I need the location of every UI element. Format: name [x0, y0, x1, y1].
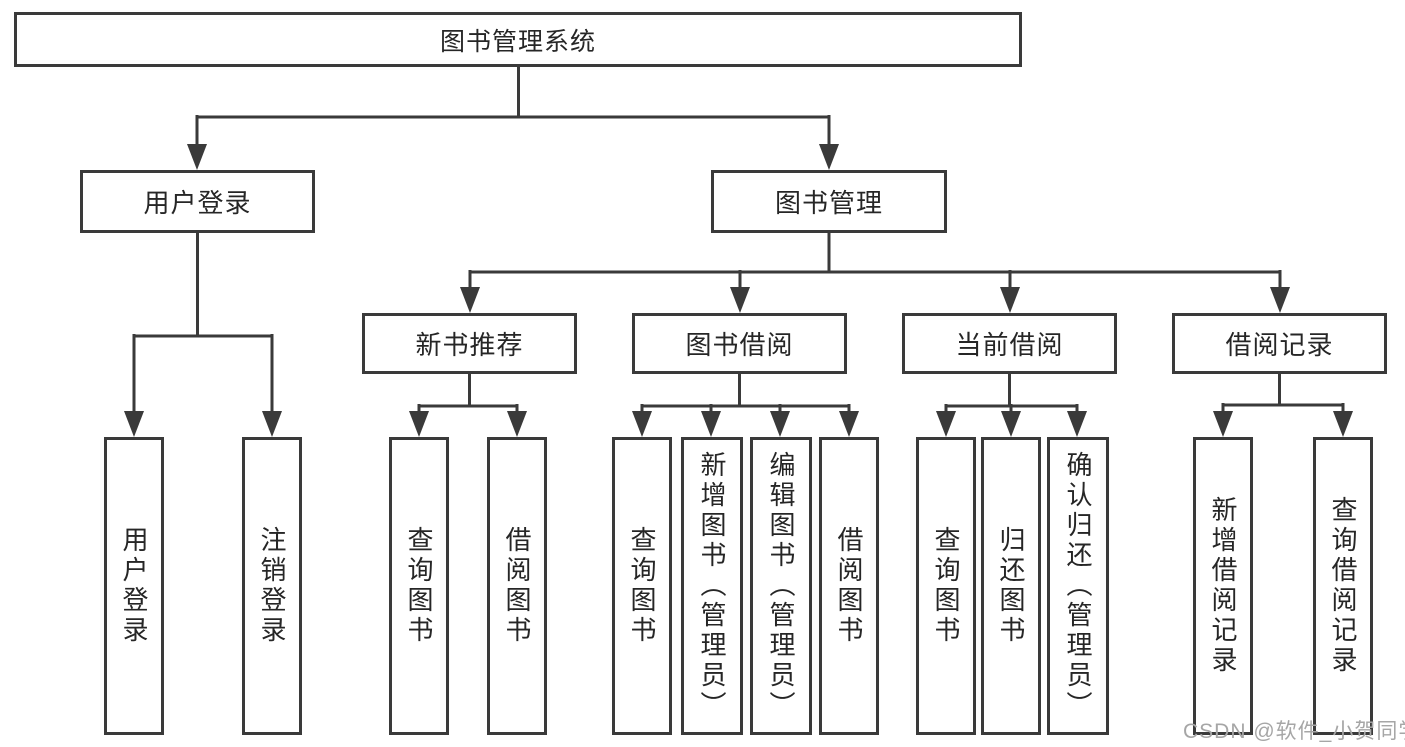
connector-book-borrow-to-leaves: [632, 373, 859, 437]
arrowhead: [770, 411, 790, 437]
leaf-label: 借阅图书: [502, 526, 532, 646]
arrowhead: [839, 411, 859, 437]
connector-line: [944, 373, 1079, 413]
leaf-add-book-admin: 新增图书（管理员）: [681, 437, 743, 735]
leaf-label: 归还图书: [996, 526, 1026, 646]
node-borrow-record: 借阅记录: [1172, 313, 1387, 374]
arrowhead: [1213, 411, 1233, 437]
connector-borrow-record-to-leaves: [1213, 373, 1353, 437]
connector-line: [195, 67, 831, 146]
connector-root-to-level2: [187, 67, 839, 170]
leaf-query-book-under-recommend: 查询图书: [389, 437, 449, 735]
arrowhead: [262, 411, 282, 437]
leaf-borrow-book-under-borrow: 借阅图书: [819, 437, 879, 735]
leaf-logout: 注销登录: [242, 437, 302, 735]
leaf-label: 注销登录: [257, 526, 287, 646]
leaf-query-book-under-borrow: 查询图书: [612, 437, 672, 735]
arrowhead: [460, 287, 480, 313]
leaf-label: 用户登录: [119, 526, 149, 646]
leaf-query-borrow-record: 查询借阅记录: [1313, 437, 1373, 735]
connector-line: [640, 373, 851, 413]
leaf-label: 新增图书（管理员）: [697, 451, 727, 721]
arrowhead: [730, 287, 750, 313]
arrowhead: [936, 411, 956, 437]
arrowhead: [409, 411, 429, 437]
leaf-user-login: 用户登录: [104, 437, 164, 735]
node-root-system: 图书管理系统: [14, 12, 1022, 67]
leaf-label: 查询图书: [627, 526, 657, 646]
leaf-label: 查询图书: [404, 526, 434, 646]
arrowhead: [701, 411, 721, 437]
arrowhead: [819, 144, 839, 170]
connector-line: [417, 373, 519, 413]
leaf-confirm-return-admin: 确认归还（管理员）: [1047, 437, 1109, 735]
node-user-login: 用户登录: [80, 170, 315, 233]
arrowhead: [1001, 411, 1021, 437]
leaf-label: 新增借阅记录: [1208, 496, 1238, 676]
arrowhead: [1067, 411, 1087, 437]
leaf-label: 编辑图书（管理员）: [766, 451, 796, 721]
leaf-edit-book-admin: 编辑图书（管理员）: [750, 437, 812, 735]
leaf-query-book-under-current: 查询图书: [916, 437, 976, 735]
arrowhead: [187, 144, 207, 170]
leaf-label: 查询图书: [931, 526, 961, 646]
connector-new-book-rec-to-leaves: [409, 373, 527, 437]
connector-line: [132, 232, 274, 413]
node-new-book-recommend: 新书推荐: [362, 313, 577, 374]
leaf-return-book: 归还图书: [981, 437, 1041, 735]
node-current-borrow: 当前借阅: [902, 313, 1117, 374]
arrowhead: [1000, 287, 1020, 313]
connector-current-borrow-to-leaves: [936, 373, 1087, 437]
arrowhead: [1270, 287, 1290, 313]
leaf-label: 查询借阅记录: [1328, 496, 1358, 676]
leaf-add-borrow-record: 新增借阅记录: [1193, 437, 1253, 735]
arrowhead: [507, 411, 527, 437]
connector-user-login-to-leaves: [124, 232, 282, 437]
node-book-management: 图书管理: [711, 170, 947, 233]
connector-line: [468, 232, 1282, 289]
leaf-borrow-book-under-recommend: 借阅图书: [487, 437, 547, 735]
arrowhead: [1333, 411, 1353, 437]
leaf-label: 确认归还（管理员）: [1063, 451, 1093, 721]
leaf-label: 借阅图书: [834, 526, 864, 646]
arrowhead: [632, 411, 652, 437]
csdn-watermark: CSDN @软件_小贺同学: [1183, 720, 1405, 743]
connector-line: [1221, 373, 1345, 413]
connector-book-mgmt-to-level3: [460, 232, 1290, 313]
node-book-borrow: 图书借阅: [632, 313, 847, 374]
arrowhead: [124, 411, 144, 437]
